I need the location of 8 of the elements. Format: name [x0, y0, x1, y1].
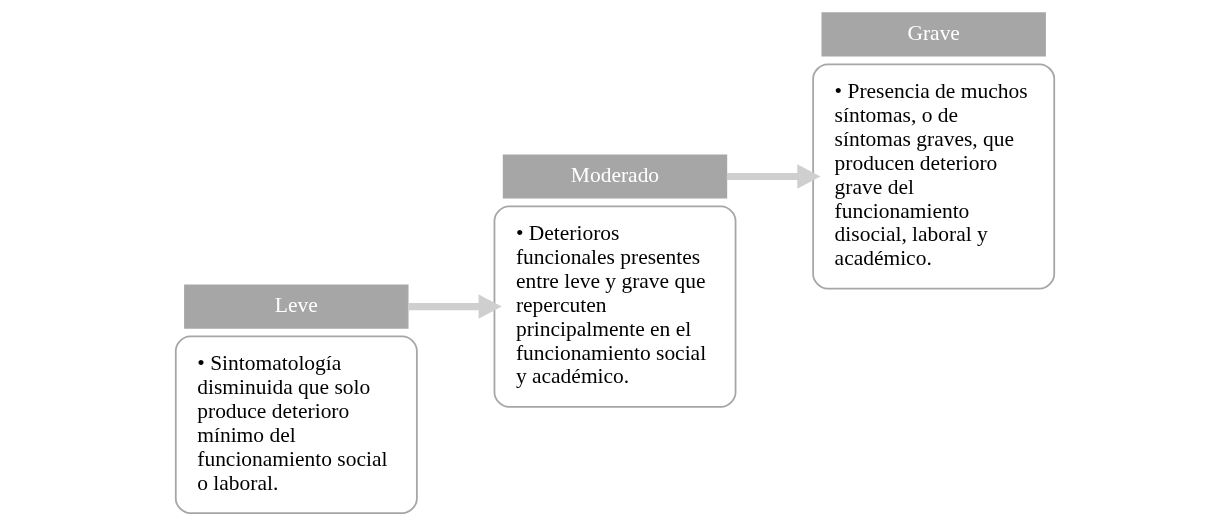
node-box: Moderado [502, 154, 727, 199]
arrow [726, 164, 820, 189]
node-box: Leve [183, 284, 408, 329]
node-box: • Sintomatología disminuida que solo produce deterioro mínimo del funcionamiento social o laboral. [174, 335, 418, 514]
arrow [407, 294, 502, 319]
node-box: • Presencia de muchos síntomas, o de síntomas graves, que producen deterioro grave del funcionamiento disocial, laboral y académico. [811, 63, 1055, 290]
node-box: Grave [821, 12, 1046, 57]
node-box: • Deterioros funcionales presentes entre leve y grave que repercuten principalmente en el funcionamiento social y académico. [493, 205, 736, 408]
